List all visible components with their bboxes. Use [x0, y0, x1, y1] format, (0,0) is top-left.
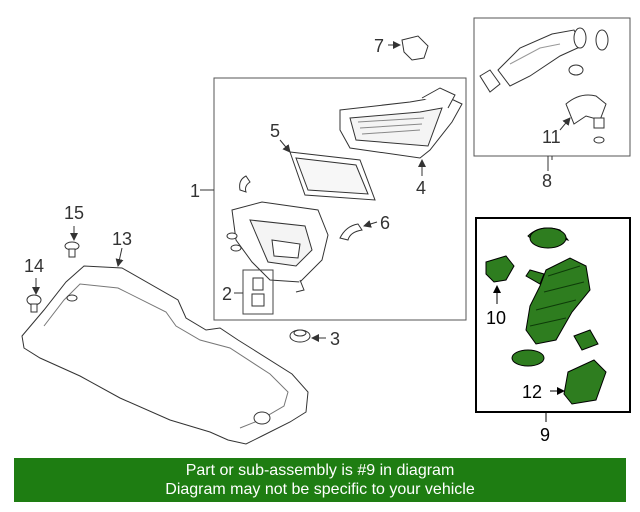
engine-under-cover — [21, 265, 309, 445]
part-info-banner: Part or sub-assembly is #9 in diagram Di… — [14, 458, 626, 502]
banner-line-1: Part or sub-assembly is #9 in diagram — [185, 462, 455, 479]
callout-5: 5 — [270, 121, 280, 141]
outlet-duct-box — [473, 17, 631, 157]
callout-12: 12 — [522, 382, 542, 402]
callout-3: 3 — [330, 329, 340, 349]
callout-2: 2 — [222, 284, 232, 304]
leader-lines — [32, 41, 571, 342]
callout-4: 4 — [416, 178, 426, 198]
air-cleaner-cover — [339, 87, 463, 159]
mass-air-flow-sensor — [401, 35, 429, 61]
air-filter-element — [289, 151, 376, 201]
callout-7: 7 — [374, 36, 384, 56]
air-cleaner-lower-housing — [231, 201, 329, 293]
screw-fastener — [26, 294, 42, 313]
callout-8: 8 — [542, 171, 552, 191]
push-pin-fastener — [64, 241, 80, 258]
callout-9: 9 — [540, 425, 550, 445]
callout-11: 11 — [542, 127, 561, 147]
callout-6: 6 — [380, 213, 390, 233]
intake-duct-assembly-box — [475, 217, 631, 413]
callout-14: 14 — [24, 256, 44, 276]
callout-13: 13 — [112, 229, 132, 249]
grommet-set-box — [242, 269, 274, 315]
callout-10: 10 — [486, 308, 506, 328]
grommet — [289, 329, 311, 343]
small-hose — [339, 223, 363, 241]
bracket-clip — [239, 175, 251, 193]
callout-15: 15 — [64, 203, 84, 223]
banner-line-2: Diagram may not be specific to your vehi… — [165, 481, 475, 498]
air-cleaner-assembly-box — [213, 77, 467, 321]
leader-lines-highlight — [493, 285, 565, 422]
callout-1: 1 — [190, 181, 200, 201]
grommets — [226, 232, 242, 252]
